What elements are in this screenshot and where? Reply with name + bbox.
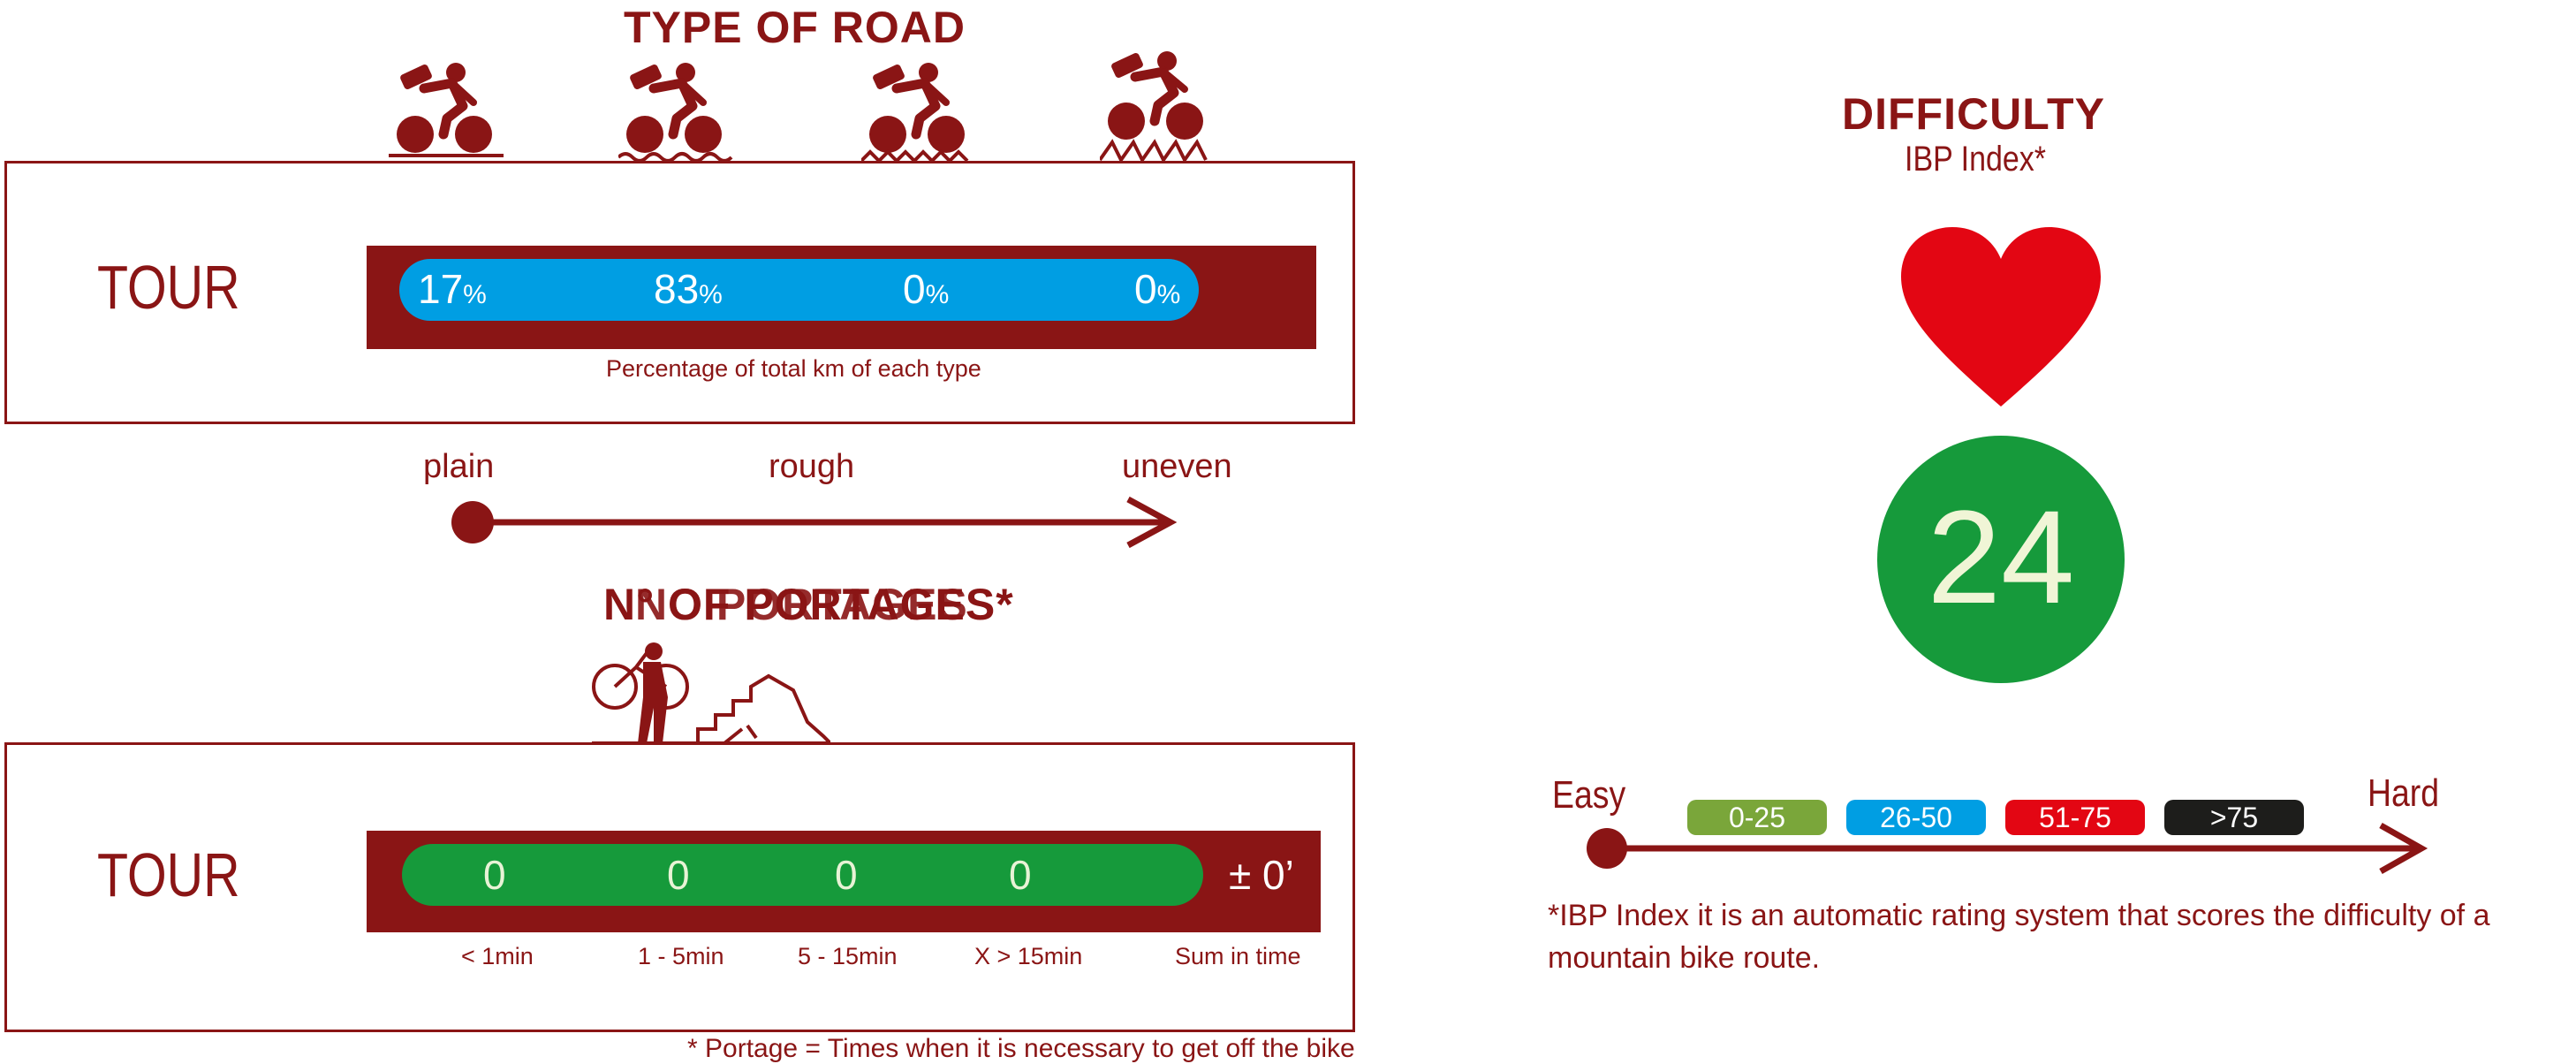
cyclist-rough-road-icon xyxy=(618,63,733,163)
portages-value-gt15: 0 xyxy=(1009,852,1032,898)
road-scale-plain: plain xyxy=(423,448,495,485)
portages-col-lt1: < 1min xyxy=(461,943,534,969)
portages-col-sum: Sum in time xyxy=(1175,943,1301,969)
portages-value-5-15: 0 xyxy=(835,852,858,898)
difficulty-range-gt75: >75 xyxy=(2164,800,2304,835)
difficulty-score: 24 xyxy=(1927,483,2075,631)
difficulty-range-51-75: 51-75 xyxy=(2005,800,2145,835)
road-value-bumpy: 0% xyxy=(903,266,950,312)
road-value-uneven: 0% xyxy=(1134,266,1181,312)
road-scale-rough: rough xyxy=(769,448,855,485)
difficulty-range-26-50: 26-50 xyxy=(1846,800,1986,835)
portages-value-1-5: 0 xyxy=(667,852,690,898)
portages-sum: ± 0’ xyxy=(1229,852,1294,898)
cyclist-flat-road-icon xyxy=(389,63,504,157)
portages-col-1-5: 1 - 5min xyxy=(638,943,724,969)
portage-hiker-bike-icon xyxy=(592,642,830,745)
heart-icon xyxy=(1901,227,2101,407)
difficulty-scale-hard: Hard xyxy=(2368,771,2440,815)
road-value-flat: 17% xyxy=(418,266,487,312)
portages-title: N° OF PORTAGES* NO PORTAGES xyxy=(603,580,1014,629)
portages-col-5-15: 5 - 15min xyxy=(798,943,898,969)
portages-col-gt15: X > 15min xyxy=(974,943,1083,969)
portages-value-lt1: 0 xyxy=(483,852,506,898)
road-caption: Percentage of total km of each type xyxy=(606,355,981,382)
road-scale-uneven: uneven xyxy=(1122,448,1232,485)
difficulty-scale-arrow xyxy=(1587,822,2428,875)
road-title: TYPE OF ROAD xyxy=(624,3,966,52)
road-scale-arrow xyxy=(451,496,1178,549)
difficulty-title: DIFFICULTY xyxy=(1842,89,2105,139)
cyclist-bumpy-road-icon xyxy=(861,63,969,163)
difficulty-score-circle xyxy=(1877,436,2125,683)
portages-tour-label: TOUR xyxy=(97,840,240,909)
road-pill xyxy=(399,259,1199,321)
difficulty-subtitle: IBP Index* xyxy=(1905,140,2047,179)
portages-footnote: * Portage = Times when it is necessary t… xyxy=(687,1034,1355,1063)
road-tour-label: TOUR xyxy=(97,253,240,322)
difficulty-note: *IBP Index it is an automatic rating sys… xyxy=(1548,899,2490,975)
difficulty-range-0-25: 0-25 xyxy=(1687,800,1827,835)
difficulty-scale-easy: Easy xyxy=(1552,773,1626,817)
portages-pill xyxy=(402,844,1203,906)
cyclist-uneven-road-icon xyxy=(1100,51,1208,163)
road-value-rough: 83% xyxy=(654,266,723,312)
